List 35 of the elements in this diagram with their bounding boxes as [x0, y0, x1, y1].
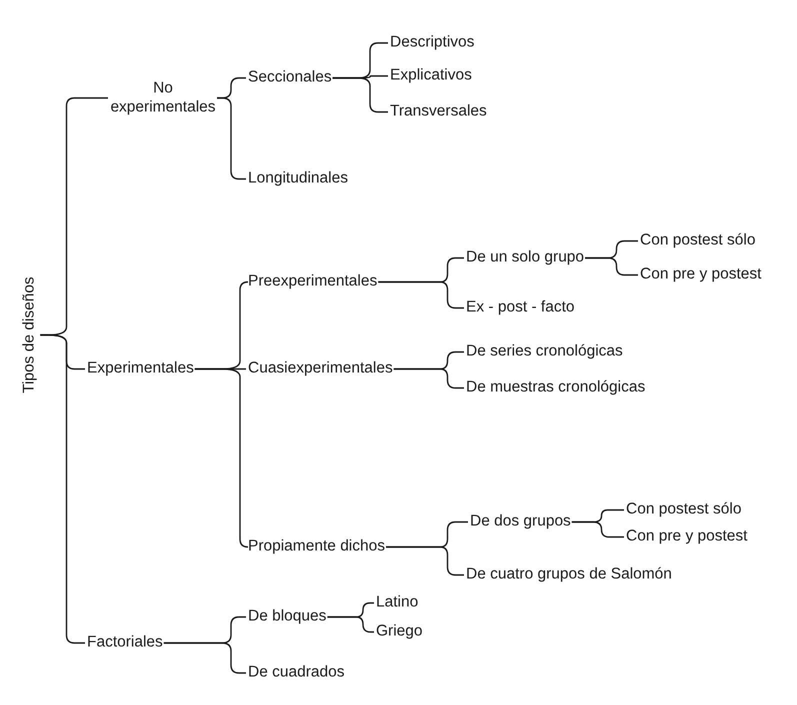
- category-label: Latino: [376, 594, 418, 612]
- category-label: De cuatro grupos de Salomón: [466, 566, 672, 584]
- category-label: Factoriales: [87, 634, 163, 652]
- category-label: Ex - post - facto: [466, 298, 575, 318]
- brace-connector: [394, 368, 464, 389]
- category-label: Transversales: [390, 102, 487, 122]
- category-label: De un solo grupo: [466, 248, 584, 268]
- category-label: No experimentales: [110, 79, 216, 117]
- category-label: De bloques: [248, 608, 326, 626]
- brace-connector: [327, 616, 374, 633]
- category-label: De series cronológicas: [466, 342, 623, 362]
- brace-connector: [194, 368, 249, 548]
- category-label: Descriptivos: [390, 34, 474, 52]
- category-label: De dos grupos: [470, 512, 571, 532]
- category-label: De muestras cronológicas: [466, 378, 646, 398]
- root-label: Tipos de diseños: [20, 276, 40, 394]
- category-label: Cuasiexperimentales: [248, 360, 393, 378]
- brace-connector: [585, 257, 638, 276]
- category-label: Con postest sólo: [626, 500, 742, 520]
- brace-connector: [386, 546, 464, 576]
- category-label: De cuadrados: [248, 664, 345, 682]
- brace-connector: [332, 77, 388, 113]
- category-label: Propiamente dichos: [248, 538, 385, 556]
- brace-connector: [378, 281, 464, 309]
- category-label: Experimentales: [87, 360, 194, 378]
- category-label: Griego: [376, 622, 423, 642]
- category-label: Seccionales: [248, 68, 332, 88]
- category-label: Con pre y postest: [640, 266, 762, 284]
- brace-connector: [40, 334, 85, 644]
- category-label: Con postest sólo: [640, 232, 756, 250]
- brace-connector: [572, 521, 624, 538]
- category-label: Preexperimentales: [248, 272, 378, 292]
- category-label: Explicativos: [390, 66, 472, 86]
- category-label: Con pre y postest: [626, 528, 748, 546]
- category-label: Longitudinales: [248, 170, 348, 188]
